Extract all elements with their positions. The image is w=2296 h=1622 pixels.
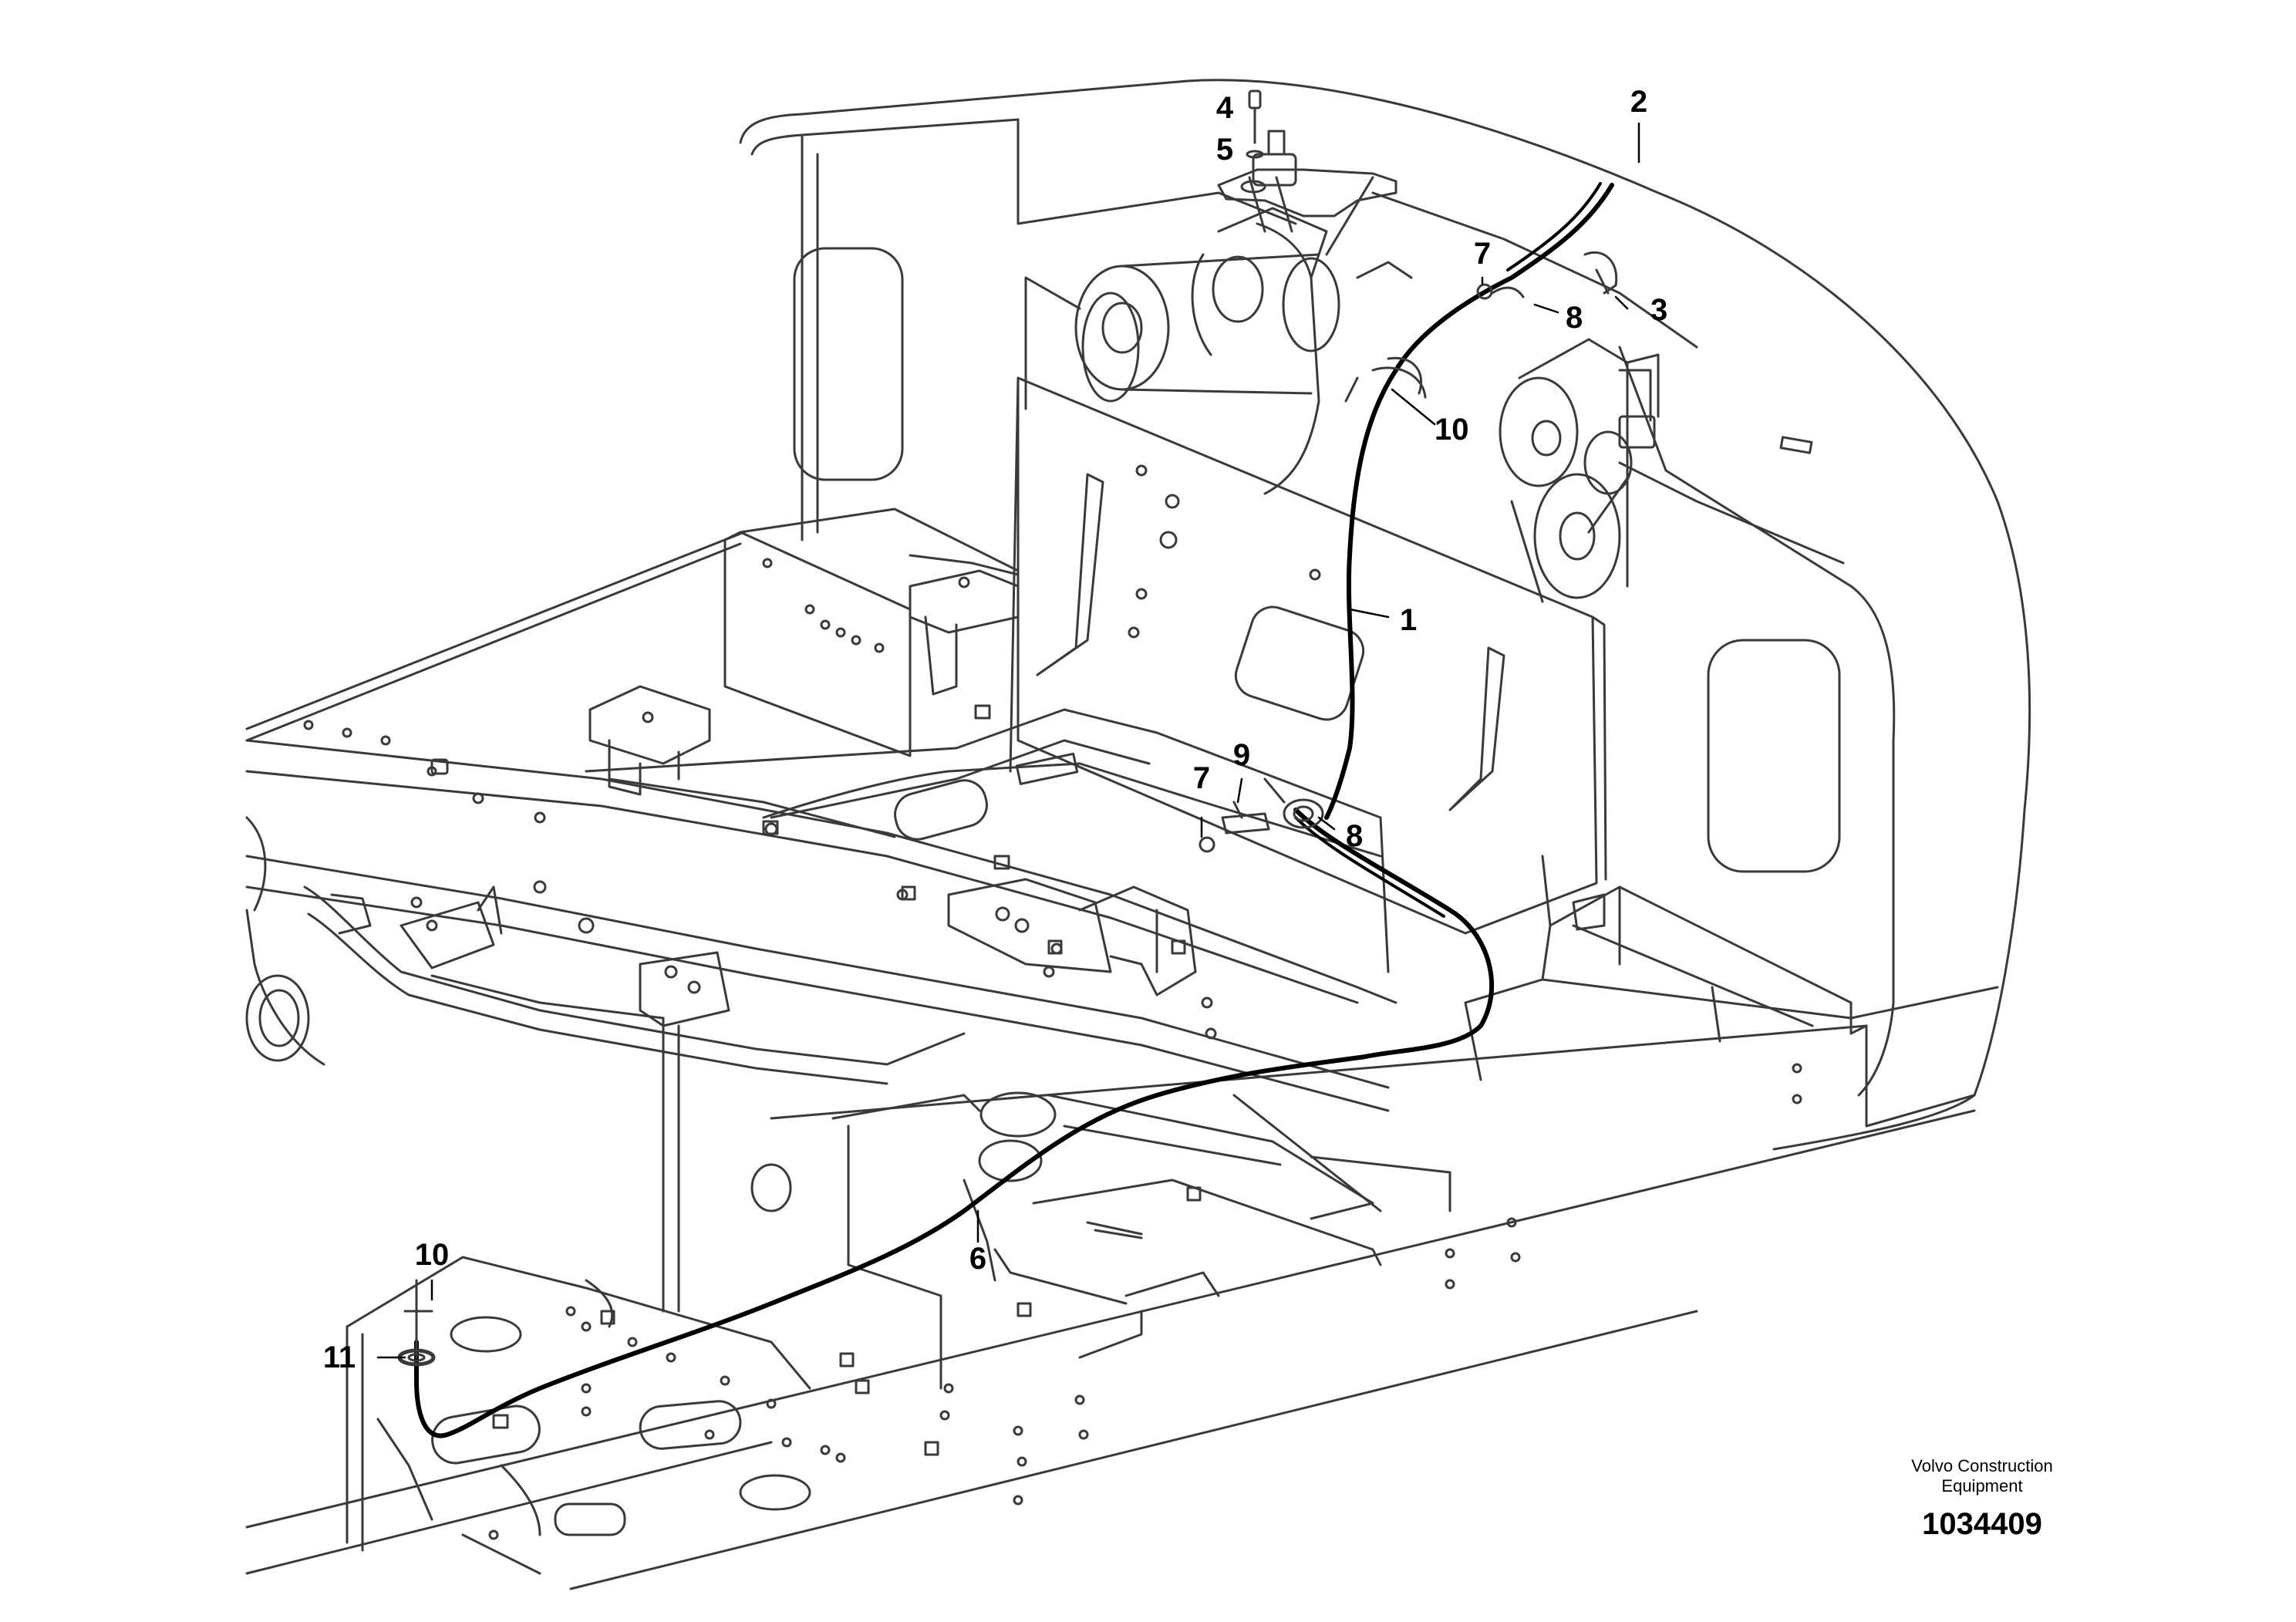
callout-11: 11 (323, 1340, 356, 1374)
callout-8-mid: 8 (1346, 819, 1363, 853)
left-mid-box (430, 685, 711, 796)
lower-left-plate (346, 1256, 939, 1575)
ground-cable-route (414, 182, 1614, 1438)
hardware-details (397, 89, 1618, 1367)
bulkhead-plate (1009, 376, 1607, 935)
left-support-box (723, 508, 1020, 757)
callout-leaders (376, 122, 1640, 1359)
callout-3: 3 (1650, 293, 1667, 327)
left-frame-rails (245, 531, 746, 1066)
callout-4: 4 (1216, 91, 1234, 125)
counterweight-housing (739, 79, 2031, 1151)
callout-2: 2 (1630, 85, 1647, 119)
lower-chassis (245, 855, 1999, 1590)
callout-10-lower: 10 (415, 1238, 450, 1272)
callout-7-upper: 7 (1474, 237, 1491, 271)
callout-1: 1 (1400, 603, 1417, 637)
center-floor-plate (585, 704, 1390, 996)
traverse-beam (245, 720, 1397, 1112)
callout-9: 9 (1233, 738, 1250, 772)
brand-line-2: Equipment (1941, 1476, 2023, 1496)
callout-7-mid: 7 (1193, 761, 1210, 795)
callout-8-upper: 8 (1566, 301, 1583, 335)
callout-10-upper: 10 (1435, 413, 1469, 447)
callout-5: 5 (1216, 133, 1233, 167)
brand-line-1: Volvo Construction (1911, 1456, 2053, 1475)
part-callouts: 4 2 5 7 3 8 10 1 7 9 8 6 10 11 (323, 85, 1667, 1374)
boom-pivot-assembly (1024, 130, 1660, 603)
document-number: 1034409 (1922, 1507, 2042, 1541)
drawing-footer: Volvo Construction Equipment 1034409 (1836, 1456, 2129, 1542)
callout-6: 6 (969, 1242, 986, 1276)
